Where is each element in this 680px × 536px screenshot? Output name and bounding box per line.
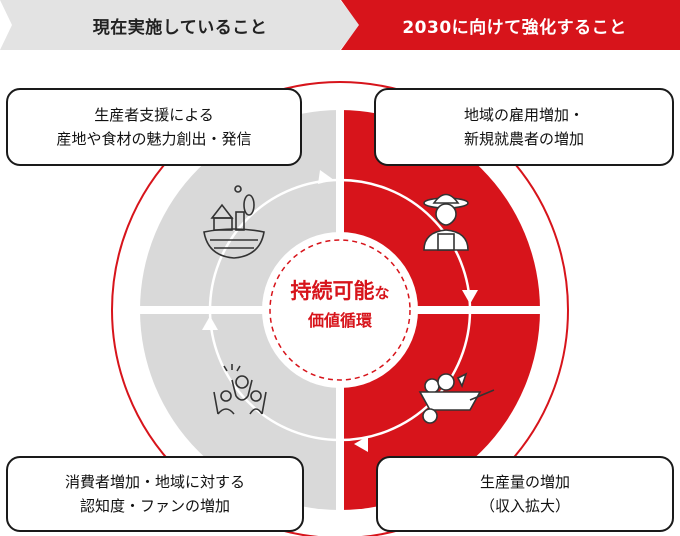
bubble-text-line2: 認知度・ファンの増加 [79, 497, 230, 515]
bubble-text-line1: 消費者増加・地域に対する [64, 473, 245, 491]
bubble-production-increase: 生産量の増加 （収入拡大） [376, 456, 674, 532]
bubble-text-line2: 新規就農者の増加 [463, 130, 584, 148]
center-dashed-ring [269, 239, 411, 381]
outer-ring [111, 81, 569, 536]
center-line1-main: 持続可能 [290, 279, 375, 303]
bubble-text-line1: 地域の雇用増加・ [463, 106, 584, 124]
arrowhead-bottom [354, 436, 368, 452]
center-line1: 持続可能な [250, 276, 430, 308]
arrowhead-right [462, 290, 478, 304]
wheelbarrow-vegetables-icon [418, 372, 495, 424]
bubble-text-line2: （収入拡大） [479, 497, 570, 515]
bubble-employment-increase: 地域の雇用増加・ 新規就農者の増加 [374, 88, 674, 166]
bubble-text-line2: 産地や食材の魅力創出・発信 [56, 130, 252, 148]
cheering-people-icon [213, 364, 267, 415]
bubble-producer-support: 生産者支援による 産地や食材の魅力創出・発信 [6, 88, 302, 166]
bubble-consumer-increase: 消費者増加・地域に対する 認知度・ファンの増加 [6, 456, 304, 532]
farm-icon [203, 185, 265, 259]
banner-2030-actions: 2030に向けて強化すること [341, 0, 680, 50]
bubble-text-line1: 生産者支援による [94, 106, 214, 124]
cycle-path [208, 178, 472, 442]
bubble-text-line1: 生産量の増加 [479, 473, 570, 491]
center-disc [262, 232, 418, 388]
center-label: 持続可能な 価値循環 [250, 276, 430, 334]
center-line2: 価値循環 [307, 311, 372, 330]
arrowhead-left [202, 316, 218, 330]
banner-current-actions: 現在実施していること [0, 0, 360, 50]
center-line1-suffix: な [374, 284, 390, 302]
banner-current-label: 現在実施していること [92, 17, 268, 38]
arrowhead-top [318, 170, 334, 184]
banner-2030-label: 2030に向けて強化すること [402, 17, 627, 38]
farmer-icon [423, 193, 469, 251]
